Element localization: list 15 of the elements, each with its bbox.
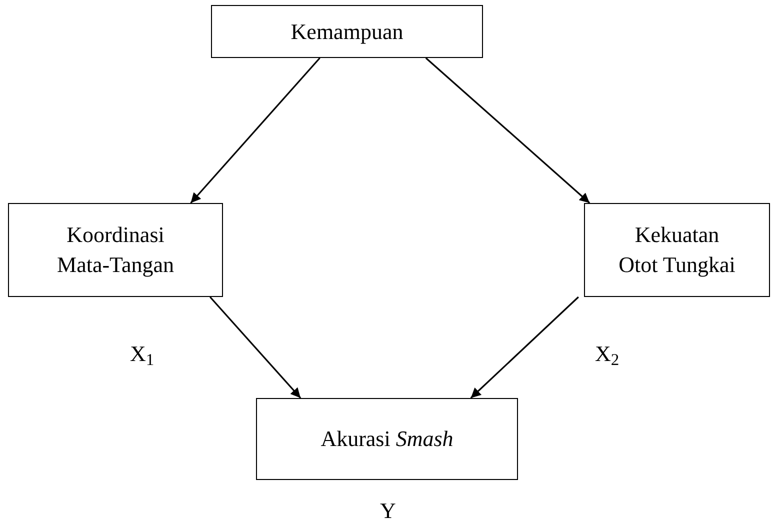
variable-label: Y xyxy=(380,497,396,525)
box-label: Kemampuan xyxy=(290,18,404,46)
variable-label: X$_{1}$ xyxy=(130,340,154,368)
process-box xyxy=(211,5,483,58)
process-box xyxy=(256,398,518,480)
arrow xyxy=(190,57,320,204)
box-label: Akurasi Smash xyxy=(320,425,454,453)
variable-label: X$_{2}$ xyxy=(595,340,620,368)
arrow xyxy=(470,296,579,399)
process-box xyxy=(584,203,770,297)
box-label: Koordinasi Mata-Tangan xyxy=(56,221,175,279)
process-box xyxy=(8,203,223,297)
arrow xyxy=(210,296,302,399)
arrow xyxy=(425,57,590,204)
box-label: Kekuatan Otot Tungkai xyxy=(618,221,736,279)
